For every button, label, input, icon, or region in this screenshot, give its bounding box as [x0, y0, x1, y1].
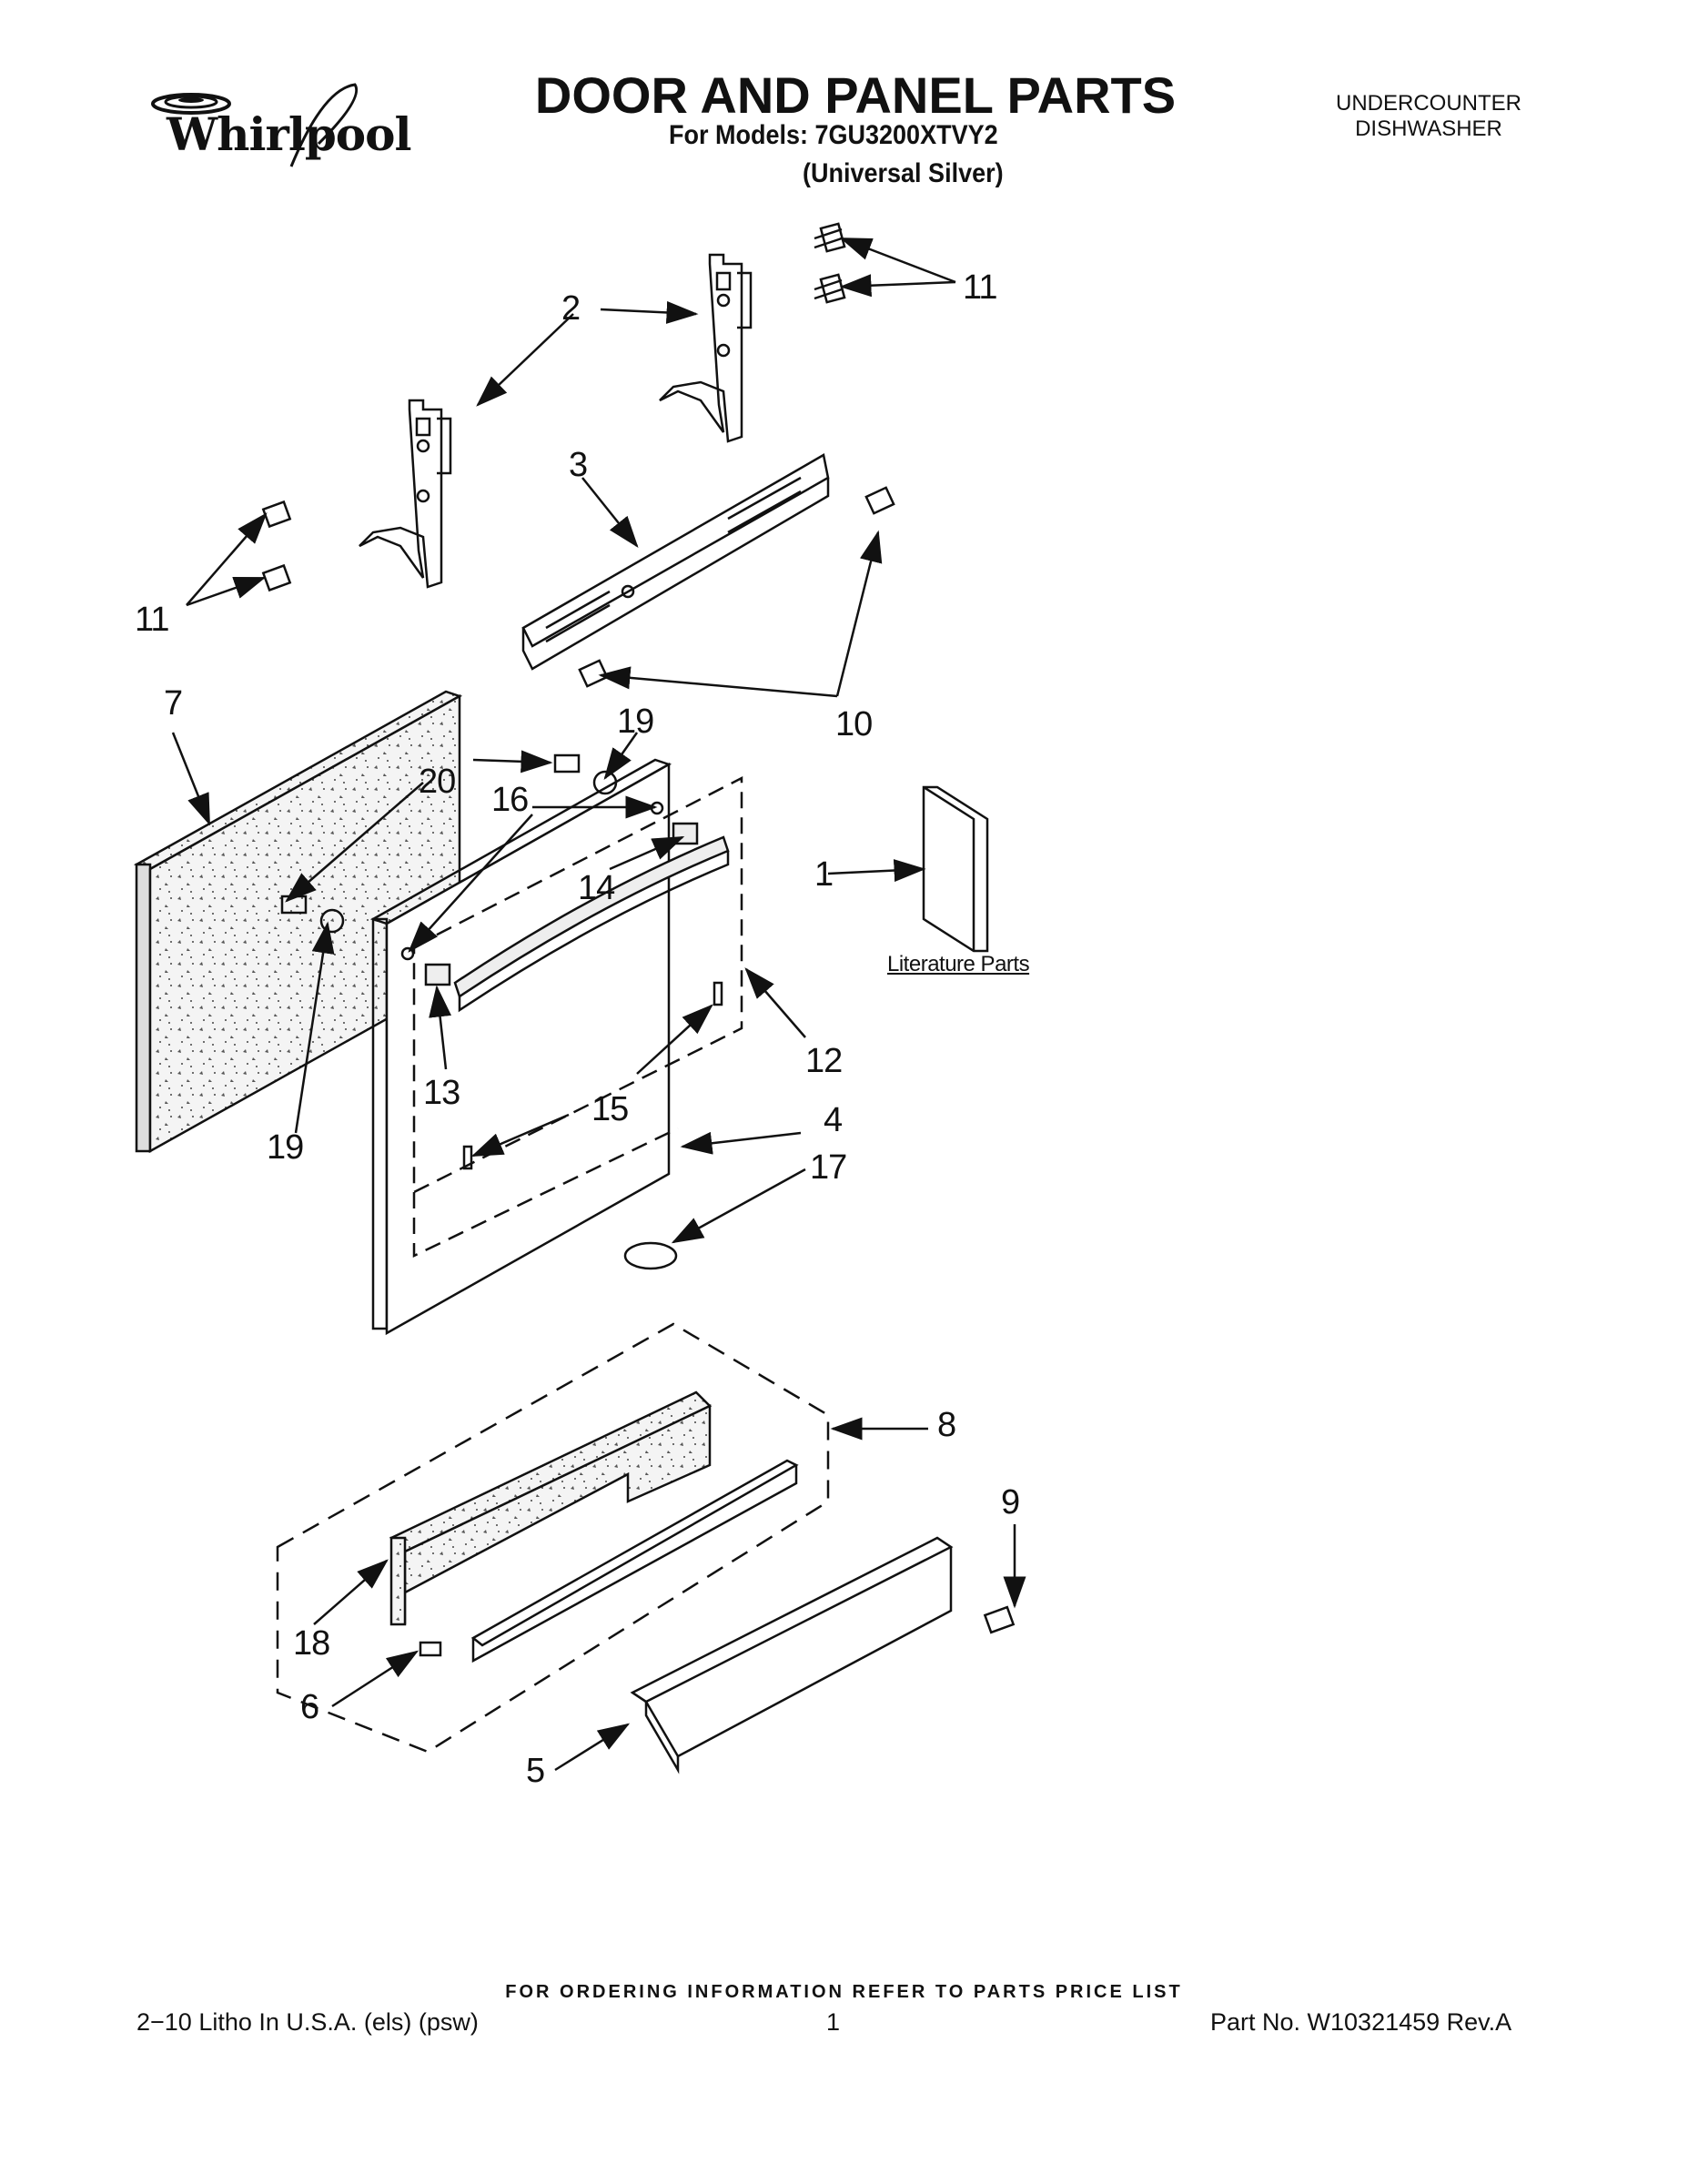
- callout-10: 10: [835, 705, 873, 743]
- callout-2: 2: [561, 289, 581, 328]
- callout-6: 6: [300, 1688, 319, 1726]
- callout-19-upper: 19: [617, 703, 654, 741]
- callout-16: 16: [491, 781, 529, 819]
- handle-nut-lower: [400, 946, 415, 961]
- callout-11-upper: 11: [963, 268, 997, 307]
- model-color: (Universal Silver): [803, 158, 1004, 188]
- hinge-screw-pair-upper: [814, 222, 846, 304]
- toe-panel-screw: [983, 1605, 1016, 1634]
- hinge-bracket-left: [359, 399, 452, 589]
- hinge-bracket-right: [659, 253, 753, 443]
- litho-info: 2−10 Litho In U.S.A. (els) (psw): [136, 2008, 479, 2036]
- callout-15: 15: [591, 1090, 629, 1128]
- page-number: 1: [826, 2008, 841, 2036]
- handle-assembly-frame: [412, 775, 743, 1258]
- panel-screw-upper: [553, 753, 581, 774]
- callout-19-lower: 19: [267, 1128, 304, 1167]
- callout-7: 7: [164, 684, 183, 723]
- handle-spacer-top: [713, 981, 723, 1006]
- door-handle: [424, 822, 730, 1013]
- toe-panel-clip: [419, 1641, 442, 1657]
- callout-8: 8: [937, 1406, 956, 1444]
- part-number: Part No. W10321459 Rev.A: [1210, 2008, 1512, 2036]
- tie-bar: [521, 453, 830, 671]
- category-line-1: UNDERCOUNTER: [1336, 91, 1521, 116]
- brand-wordmark: Whirlpool: [167, 107, 411, 161]
- callout-11-lower: 11: [135, 601, 169, 639]
- ordering-info-note: FOR ORDERING INFORMATION REFER TO PARTS …: [505, 1982, 1183, 2002]
- callout-12: 12: [805, 1042, 843, 1080]
- callout-18: 18: [293, 1624, 330, 1663]
- door-badge: [623, 1241, 678, 1270]
- category-line-2: DISHWASHER: [1355, 116, 1502, 141]
- product-category: UNDERCOUNTER DISHWASHER: [1292, 91, 1565, 142]
- callout-20: 20: [419, 763, 456, 801]
- outer-door-panel: [133, 690, 463, 1154]
- callout-1: 1: [814, 855, 834, 894]
- lower-toe-panel: [630, 1536, 954, 1774]
- callout-5: 5: [526, 1752, 545, 1790]
- toe-panel-strip: [470, 1459, 799, 1663]
- callout-14: 14: [578, 869, 615, 907]
- literature-pack: [922, 785, 989, 953]
- page-title: DOOR AND PANEL PARTS: [534, 66, 1177, 124]
- toe-panel-kit-frame: [276, 1322, 830, 1754]
- callout-17: 17: [810, 1148, 847, 1187]
- whirlpool-logo: [151, 83, 359, 167]
- callout-9: 9: [1001, 1483, 1020, 1522]
- literature-parts-label: Literature Parts: [887, 952, 1030, 976]
- model-number: For Models: 7GU3200XTVY2: [669, 120, 998, 150]
- callout-13: 13: [423, 1074, 460, 1112]
- hinge-screw-pair-lower: [261, 500, 292, 592]
- callout-3: 3: [569, 446, 588, 484]
- handle-spacer-bottom: [462, 1145, 473, 1170]
- toe-panel-insulation: [389, 1390, 713, 1626]
- callout-4: 4: [824, 1101, 843, 1139]
